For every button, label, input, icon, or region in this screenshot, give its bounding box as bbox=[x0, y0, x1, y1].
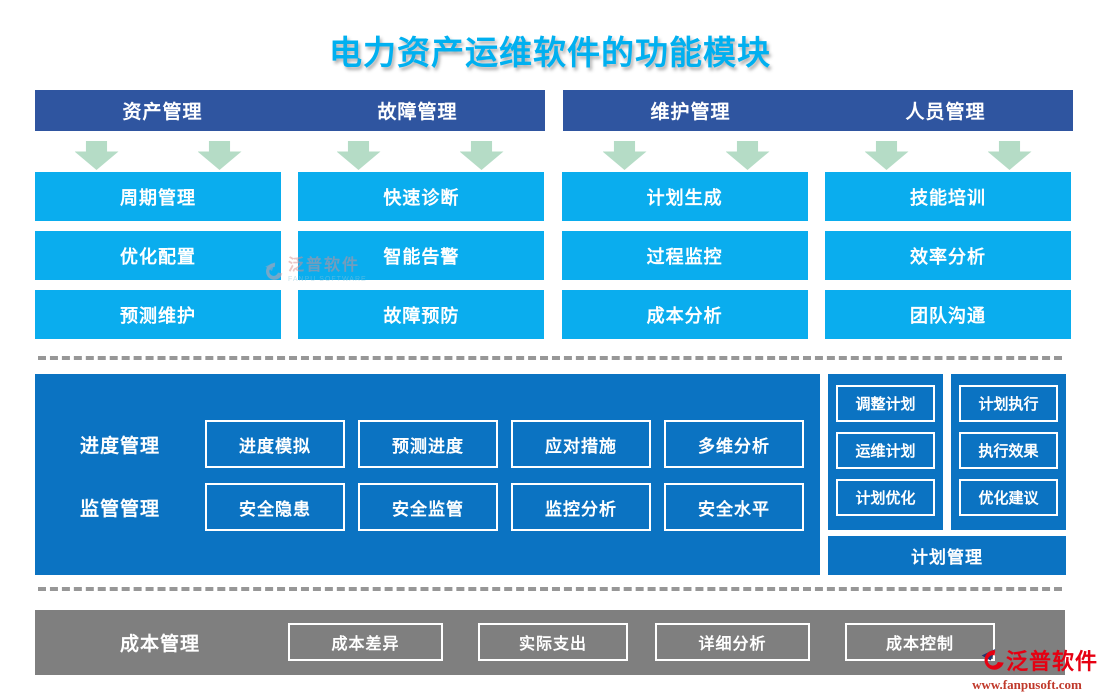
cost-box-detailed-analysis: 详细分析 bbox=[655, 623, 810, 661]
mid-box-monitoring-analysis: 监控分析 bbox=[511, 483, 651, 531]
cost-box-actual-expenditure: 实际支出 bbox=[478, 623, 628, 661]
column-maintenance-management: 计划生成 过程监控 成本分析 bbox=[561, 172, 808, 339]
watermark-subtext: FANPU SOFTWARE bbox=[288, 276, 367, 283]
plan-box-om-plan: 运维计划 bbox=[836, 432, 935, 469]
cost-box-cost-variance: 成本差异 bbox=[288, 623, 443, 661]
cost-management-label: 成本管理 bbox=[119, 634, 200, 655]
divider-dashed-top bbox=[38, 356, 1062, 360]
mid-box-safety-level: 安全水平 bbox=[664, 483, 804, 531]
mid-box-response-measures: 应对措施 bbox=[511, 420, 651, 468]
column-fault-management: 快速诊断 智能告警 故障预防 bbox=[298, 172, 545, 339]
mid-box-forecast-progress: 预测进度 bbox=[358, 420, 498, 468]
down-arrow-icon bbox=[336, 141, 381, 170]
down-arrow-icon bbox=[197, 141, 242, 170]
column-header-personnel: 人员管理 bbox=[905, 102, 986, 123]
arrow-group bbox=[563, 141, 809, 170]
plan-box-plan-execution: 计划执行 bbox=[959, 385, 1058, 422]
plan-box-plan-optimization: 计划优化 bbox=[836, 479, 935, 516]
header-bar-right: 维护管理 人员管理 bbox=[563, 90, 1073, 131]
arrow-group bbox=[825, 141, 1071, 170]
plan-management-bar: 计划管理 bbox=[828, 536, 1066, 575]
module-box-optimized-config: 优化配置 bbox=[35, 231, 281, 280]
plan-box-execution-effect: 执行效果 bbox=[959, 432, 1058, 469]
down-arrow-icon bbox=[725, 141, 770, 170]
progress-row: 进度管理 进度模拟 预测进度 应对措施 多维分析 bbox=[35, 420, 820, 468]
cost-box-cost-control: 成本控制 bbox=[845, 623, 995, 661]
module-box-rapid-diagnosis: 快速诊断 bbox=[298, 172, 545, 221]
watermark-name: 泛普软件 bbox=[288, 257, 361, 274]
header-bar-left: 资产管理 故障管理 bbox=[35, 90, 545, 131]
module-columns: 周期管理 优化配置 预测维护 快速诊断 智能告警 故障预防 计划生成 过程监控 … bbox=[35, 172, 1071, 339]
fanpu-logo-icon bbox=[981, 648, 1004, 670]
arrow-group bbox=[297, 141, 543, 170]
arrows-row bbox=[35, 141, 1071, 170]
plan-panel-left: 调整计划 运维计划 计划优化 bbox=[828, 374, 943, 530]
column-personnel-management: 技能培训 效率分析 团队沟通 bbox=[824, 172, 1071, 339]
module-box-cycle-management: 周期管理 bbox=[35, 172, 281, 221]
module-box-skill-training: 技能培训 bbox=[824, 172, 1071, 221]
row-label-progress: 进度管理 bbox=[79, 435, 160, 457]
arrow-group bbox=[35, 141, 281, 170]
plan-panel-right: 计划执行 执行效果 优化建议 bbox=[951, 374, 1066, 530]
logo-name: 泛普软件 bbox=[1005, 649, 1098, 674]
module-box-fault-prevention: 故障预防 bbox=[298, 290, 545, 339]
column-asset-management: 周期管理 优化配置 预测维护 bbox=[35, 172, 281, 339]
mid-box-multidimensional-analysis: 多维分析 bbox=[664, 420, 804, 468]
down-arrow-icon bbox=[864, 141, 909, 170]
divider-dashed-bottom bbox=[38, 587, 1062, 591]
module-box-cost-analysis: 成本分析 bbox=[561, 290, 808, 339]
column-header-fault: 故障管理 bbox=[377, 102, 458, 123]
mid-box-safety-hazard: 安全隐患 bbox=[205, 483, 345, 531]
mid-box-progress-simulation: 进度模拟 bbox=[205, 420, 345, 468]
mid-box-safety-supervision: 安全监管 bbox=[358, 483, 498, 531]
middle-panel: 进度管理 进度模拟 预测进度 应对措施 多维分析 监管管理 安全隐患 安全监管 … bbox=[35, 374, 820, 575]
supervision-row: 监管管理 安全隐患 安全监管 监控分析 安全水平 bbox=[35, 483, 820, 531]
plan-box-optimization-suggestion: 优化建议 bbox=[959, 479, 1058, 516]
module-box-smart-alert: 智能告警 bbox=[298, 231, 545, 280]
fanpu-watermark-icon bbox=[265, 261, 283, 280]
watermark-center: 泛普软件 FANPU SOFTWARE bbox=[262, 258, 367, 283]
page-title: 电力资产运维软件的功能模块 bbox=[329, 34, 771, 71]
column-header-maintenance: 维护管理 bbox=[650, 102, 731, 123]
down-arrow-icon bbox=[602, 141, 647, 170]
plan-box-adjust-plan: 调整计划 bbox=[836, 385, 935, 422]
down-arrow-icon bbox=[74, 141, 119, 170]
module-box-process-monitoring: 过程监控 bbox=[561, 231, 808, 280]
module-box-predictive-maintenance: 预测维护 bbox=[35, 290, 281, 339]
module-box-team-communication: 团队沟通 bbox=[824, 290, 1071, 339]
row-label-supervision: 监管管理 bbox=[79, 498, 160, 520]
down-arrow-icon bbox=[459, 141, 504, 170]
module-box-efficiency-analysis: 效率分析 bbox=[824, 231, 1071, 280]
cost-panel: 成本管理 成本差异 实际支出 详细分析 成本控制 bbox=[35, 610, 1065, 675]
module-box-plan-generation: 计划生成 bbox=[561, 172, 808, 221]
down-arrow-icon bbox=[987, 141, 1032, 170]
fanpu-logo: 泛普软件 www.fanpusoft.com bbox=[956, 644, 1098, 693]
logo-url: www.fanpusoft.com bbox=[972, 677, 1082, 692]
column-header-asset: 资产管理 bbox=[122, 102, 203, 123]
